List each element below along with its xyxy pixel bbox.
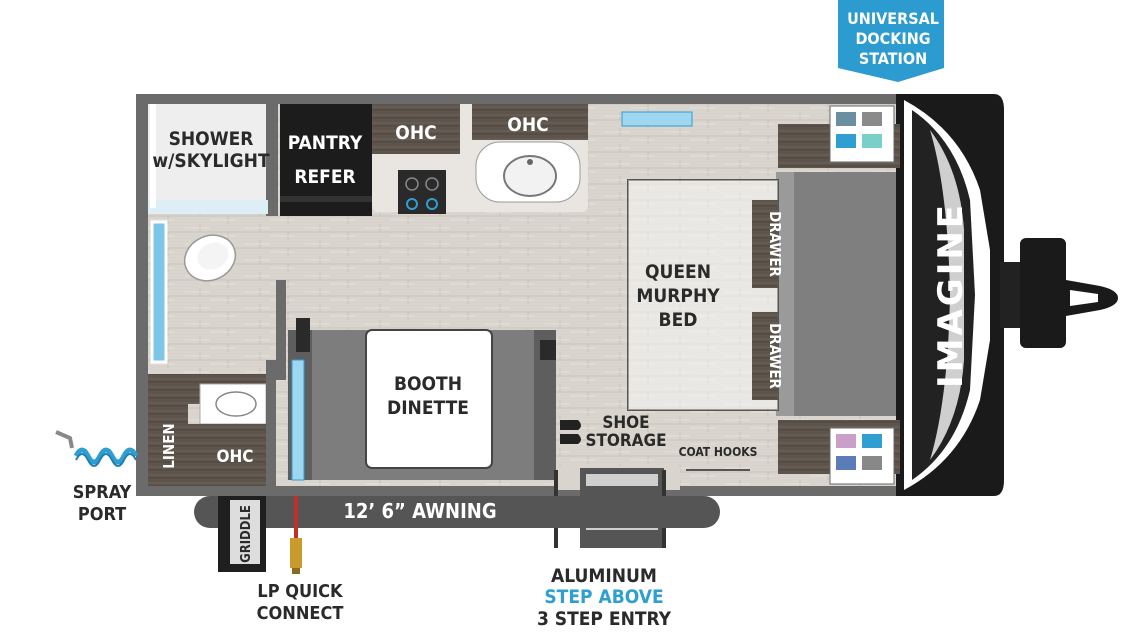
docking-station-badge: UNIVERSAL DOCKING STATION (838, 0, 944, 82)
kitchen: PANTRY REFER OHC OHC (280, 104, 588, 216)
kitchen-ohc-label-1: OHC (395, 122, 436, 144)
kitchen-ohc-label-2: OHC (507, 114, 548, 136)
griddle: GRIDDLE (218, 496, 266, 572)
shoe-icon (560, 420, 581, 444)
awning: 12’ 6” AWNING (194, 496, 720, 528)
shoe-label-2: STORAGE (585, 431, 666, 451)
entry-label-2: STEP ABOVE (544, 586, 663, 608)
pantry-label-1: PANTRY (288, 132, 363, 154)
awning-label: 12’ 6” AWNING (343, 499, 496, 523)
top-window (621, 111, 693, 127)
murphy-bed: QUEEN MURPHY BED DRAWER DRAWER (627, 105, 900, 485)
booth-label-1: BOOTH (394, 373, 462, 395)
shower-label-1: SHOWER (169, 128, 254, 150)
stove-icon (398, 170, 446, 214)
booth-label-2: DINETTE (387, 397, 469, 419)
badge-line-3: STATION (859, 49, 927, 68)
shoe-label-1: SHOE (602, 413, 649, 433)
brand-sub: AIM (983, 285, 993, 304)
lp-label-1: LP QUICK (257, 581, 344, 602)
coat-hooks-label: COAT HOOKS (679, 445, 758, 459)
bathroom: SHOWER w/SKYLIGHT LINEN OHC (148, 104, 278, 486)
drawer-label-2: DRAWER (766, 323, 784, 389)
entry-label-1: ALUMINUM (551, 565, 657, 587)
lp-connector-icon (290, 496, 302, 574)
bathroom-sink-icon (199, 383, 267, 425)
drawer-label-1: DRAWER (766, 211, 784, 277)
pantry-label-2: REFER (294, 166, 355, 188)
griddle-label: GRIDDLE (239, 505, 254, 563)
shoe-cubby-bottom (829, 427, 895, 485)
bed-label-2: MURPHY (636, 285, 720, 307)
spray-label-2: PORT (78, 504, 126, 525)
kitchen-sink-icon (475, 141, 581, 203)
entry-label-3: 3 STEP ENTRY (537, 608, 672, 630)
bed-label-3: BED (659, 309, 698, 331)
booth-dinette: BOOTH DINETTE (276, 280, 556, 481)
shoe-storage: SHOE STORAGE COAT HOOKS (560, 413, 758, 471)
hitch (1000, 238, 1118, 348)
linen-label: LINEN (160, 423, 178, 468)
front-cap: IMAGINE AIM (896, 94, 1004, 496)
spray-label-1: SPRAY (73, 482, 132, 503)
badge-line-2: DOCKING (855, 29, 930, 48)
badge-line-1: UNIVERSAL (847, 9, 939, 28)
bath-ohc-label: OHC (216, 447, 253, 467)
spray-hose-icon (55, 430, 139, 467)
lp-label-2: CONNECT (257, 603, 344, 624)
toilet-icon (183, 234, 237, 282)
shower-label-2: w/SKYLIGHT (152, 150, 270, 172)
brand-logo: IMAGINE (931, 202, 971, 388)
bed-label-1: QUEEN (645, 261, 711, 283)
shoe-cubby-top (829, 105, 895, 163)
